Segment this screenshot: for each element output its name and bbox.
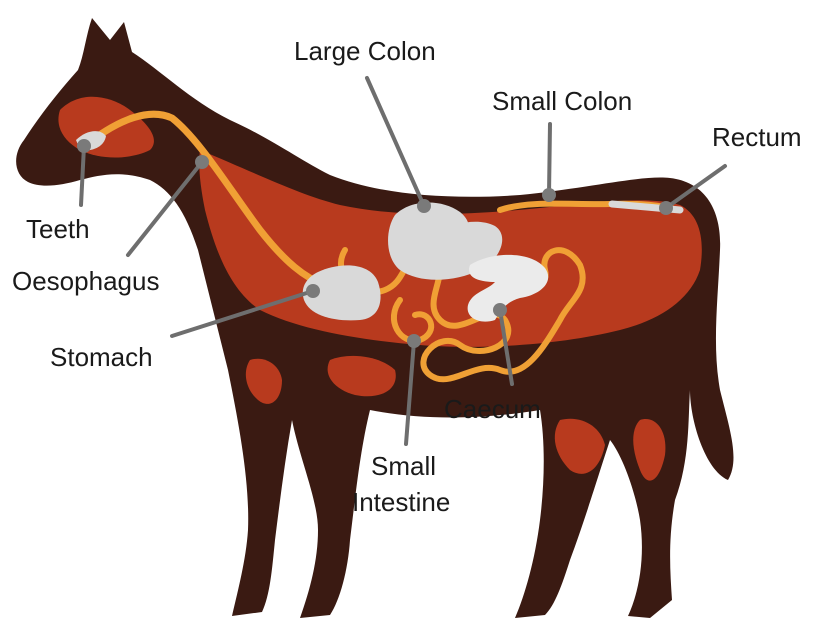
label-rectum: Rectum <box>712 122 802 152</box>
label-stomach: Stomach <box>50 342 153 372</box>
label-small-intestine-line2: Intestine <box>352 487 450 517</box>
label-teeth: Teeth <box>26 214 90 244</box>
label-large-colon: Large Colon <box>294 36 436 66</box>
label-caecum: Caecum <box>444 394 541 424</box>
label-oesophagus: Oesophagus <box>12 266 159 296</box>
label-small-intestine-line1: Small <box>371 451 436 481</box>
label-small-colon: Small Colon <box>492 86 632 116</box>
